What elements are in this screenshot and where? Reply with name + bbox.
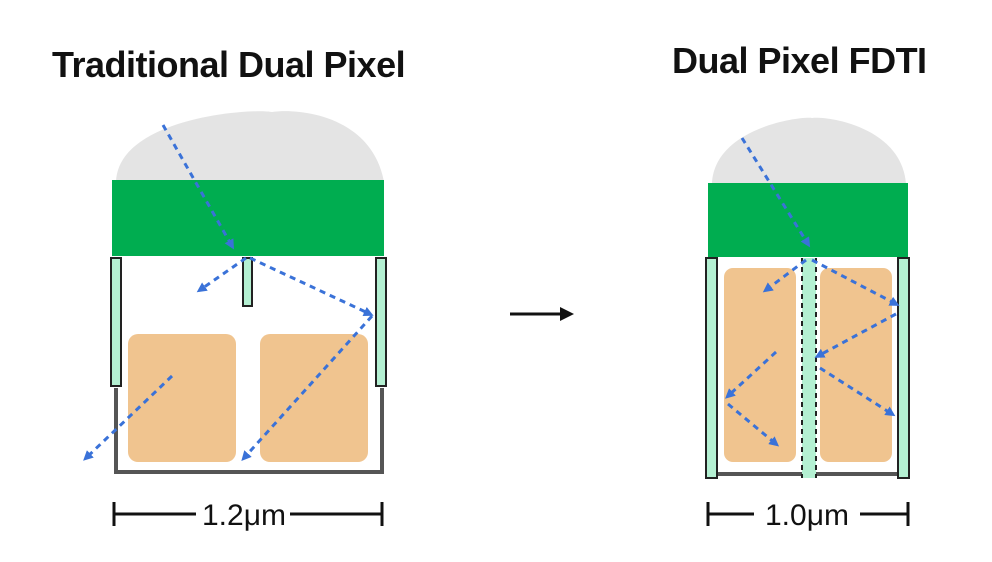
right-photodiode-left (724, 268, 796, 462)
right-color-filter (708, 183, 908, 257)
left-color-filter (112, 180, 384, 256)
dual-pixel-fdti: 1.0μm (705, 117, 910, 532)
traditional-dual-pixel: 1.2μm (83, 111, 387, 532)
left-isolation-left (110, 257, 122, 387)
right-isolation-center (802, 258, 816, 478)
left-dimension: 1.2μm (112, 499, 384, 532)
left-dimension-label: 1.2μm (202, 499, 286, 532)
left-microlens (116, 111, 384, 182)
right-panel-title: Dual Pixel FDTI (672, 40, 927, 81)
left-panel-title: Traditional Dual Pixel (52, 44, 406, 85)
right-isolation-right (897, 257, 910, 479)
left-isolation-center (242, 257, 253, 307)
right-dimension: 1.0μm (706, 499, 910, 532)
left-photodiode-left (128, 334, 236, 462)
right-photodiode-right (820, 268, 892, 462)
right-light-rays (725, 137, 900, 447)
left-isolation-right (375, 257, 387, 387)
right-microlens (712, 117, 906, 184)
left-photodiode-right (260, 334, 368, 462)
left-light-rays (83, 124, 374, 461)
right-dimension-label: 1.0μm (765, 499, 849, 532)
right-isolation-left (705, 257, 718, 479)
